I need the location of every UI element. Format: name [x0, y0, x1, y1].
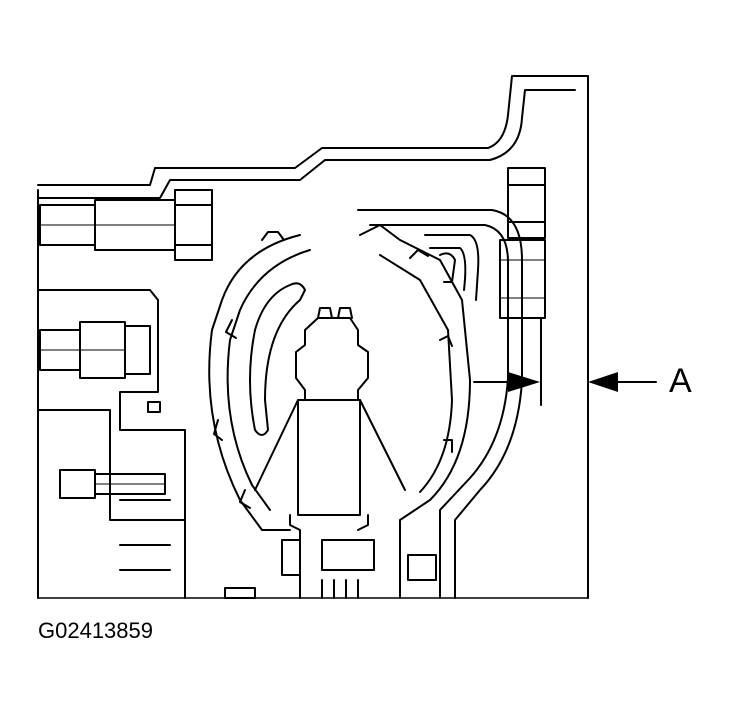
- hub-splines: [317, 307, 353, 319]
- lower-gear-teeth: [321, 579, 359, 599]
- lower-left-bolt: [59, 469, 166, 499]
- left-casting-channel-inner: [37, 409, 186, 521]
- center-shaft: [297, 399, 361, 516]
- lower-gear-block: [321, 539, 375, 571]
- housing-inner-outline: [37, 89, 576, 199]
- shaft-cone-left: [254, 399, 299, 491]
- center-hub: [295, 317, 369, 401]
- figure-id: G02413859: [38, 618, 153, 643]
- clutch-drum: [208, 224, 471, 599]
- clutch-housing-inner: [369, 224, 509, 599]
- drum-teeth: [213, 231, 453, 509]
- callout-arrow-head: [588, 372, 618, 392]
- retainer-hook: [439, 252, 456, 283]
- shaft-neck: [289, 514, 369, 599]
- lower-left-plates: [119, 499, 171, 571]
- lower-left-ring: [281, 539, 301, 576]
- clutch-drum-inner: [226, 249, 453, 511]
- lower-plate: [224, 587, 256, 599]
- inner-arrow-head: [508, 372, 540, 392]
- clutch-slot: [249, 282, 306, 436]
- retainer-clip: [424, 234, 480, 301]
- lower-right-ring: [407, 554, 437, 581]
- small-pin: [147, 401, 161, 413]
- housing-outline: [37, 75, 589, 599]
- middle-left-bolt: [39, 321, 151, 379]
- upper-left-bolt: [39, 189, 213, 261]
- left-casting-channel: [37, 289, 186, 599]
- shaft-cone-right: [359, 399, 406, 491]
- callout-label-a: A: [669, 362, 692, 400]
